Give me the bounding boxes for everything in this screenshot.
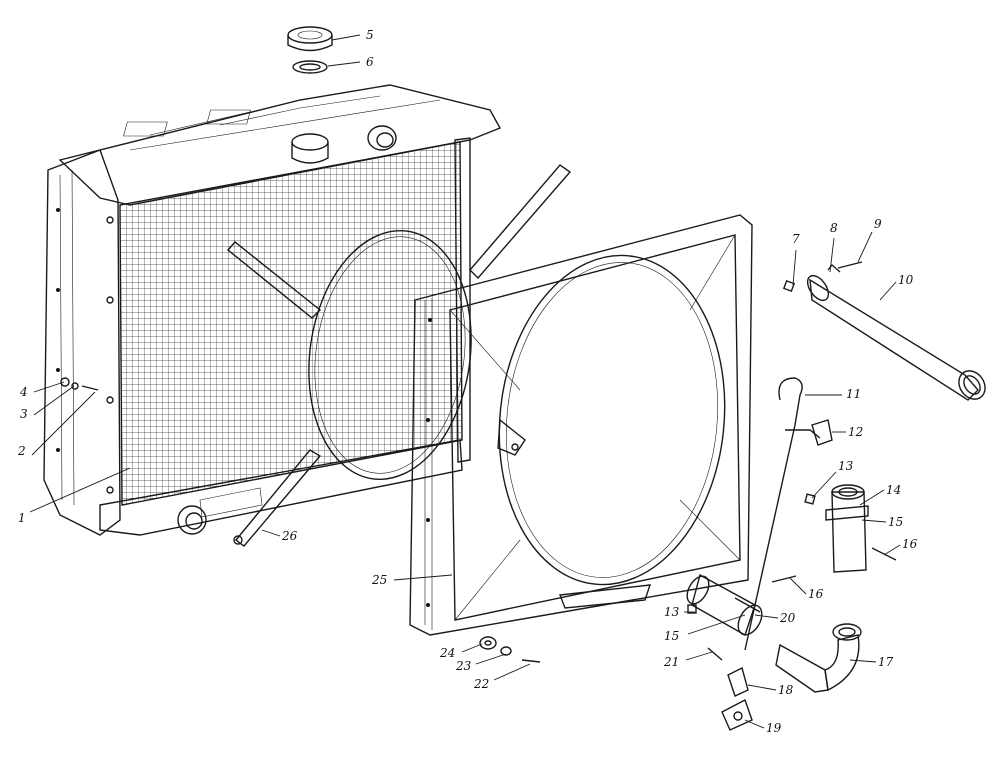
cap-gasket	[292, 60, 328, 74]
bolt-9	[837, 261, 863, 269]
callout-13a: 13	[838, 459, 854, 473]
hose-clamp-8	[827, 263, 841, 273]
bolt-16a	[871, 547, 897, 561]
callout-11: 11	[846, 387, 861, 401]
radiator	[43, 84, 501, 536]
callout-15b: 15	[664, 629, 679, 643]
nut-13b	[687, 604, 697, 614]
drain-tap	[721, 666, 753, 731]
callout-19: 19	[766, 721, 782, 735]
callout-22: 22	[473, 677, 489, 691]
callout-12: 12	[848, 425, 863, 439]
shroud-ring	[308, 230, 472, 480]
washer-23	[500, 646, 512, 656]
callout-17: 17	[878, 655, 894, 669]
pin-21	[707, 647, 723, 661]
leader-lines	[29, 34, 901, 729]
callout-3: 3	[20, 407, 28, 421]
callout-10: 10	[898, 273, 914, 287]
callout-8: 8	[830, 221, 838, 235]
callout-26: 26	[281, 529, 298, 543]
fan-shroud	[409, 214, 753, 636]
bolt-16b	[771, 575, 797, 583]
callout-7: 7	[792, 232, 800, 246]
callout-23: 23	[455, 659, 472, 673]
callout-16b: 16	[808, 587, 824, 601]
callout-15a: 15	[888, 515, 903, 529]
drain-rod	[744, 377, 821, 651]
bottom-hose	[686, 573, 763, 637]
lower-hose-straight	[825, 484, 869, 573]
nut-13a	[804, 493, 816, 505]
callout-2: 2	[17, 444, 26, 458]
stay-rods	[226, 164, 572, 547]
upper-hose	[806, 274, 986, 401]
callout-16a: 16	[902, 537, 918, 551]
bolt-22	[521, 659, 541, 663]
callout-14: 14	[886, 483, 901, 497]
callout-5: 5	[366, 28, 374, 42]
callout-24: 24	[439, 646, 455, 660]
callout-20: 20	[779, 611, 796, 625]
callout-13b: 13	[664, 605, 680, 619]
bolt-nut-washer	[60, 377, 99, 391]
callout-21: 21	[663, 655, 679, 669]
washer-24	[479, 636, 497, 650]
callout-18: 18	[778, 683, 794, 697]
callout-6: 6	[366, 55, 374, 69]
rod-bracket	[811, 419, 833, 446]
callout-9: 9	[874, 217, 882, 231]
callout-1: 1	[18, 511, 26, 525]
elbow-hose	[775, 623, 862, 693]
radiator-cap	[287, 26, 333, 52]
callout-labels: 1 2 3 4 5 6 7 8 9 10 11 12 13 13 14 15 1…	[17, 28, 918, 735]
callout-4: 4	[19, 385, 28, 399]
callout-25: 25	[371, 573, 387, 587]
nut-7	[782, 279, 796, 293]
